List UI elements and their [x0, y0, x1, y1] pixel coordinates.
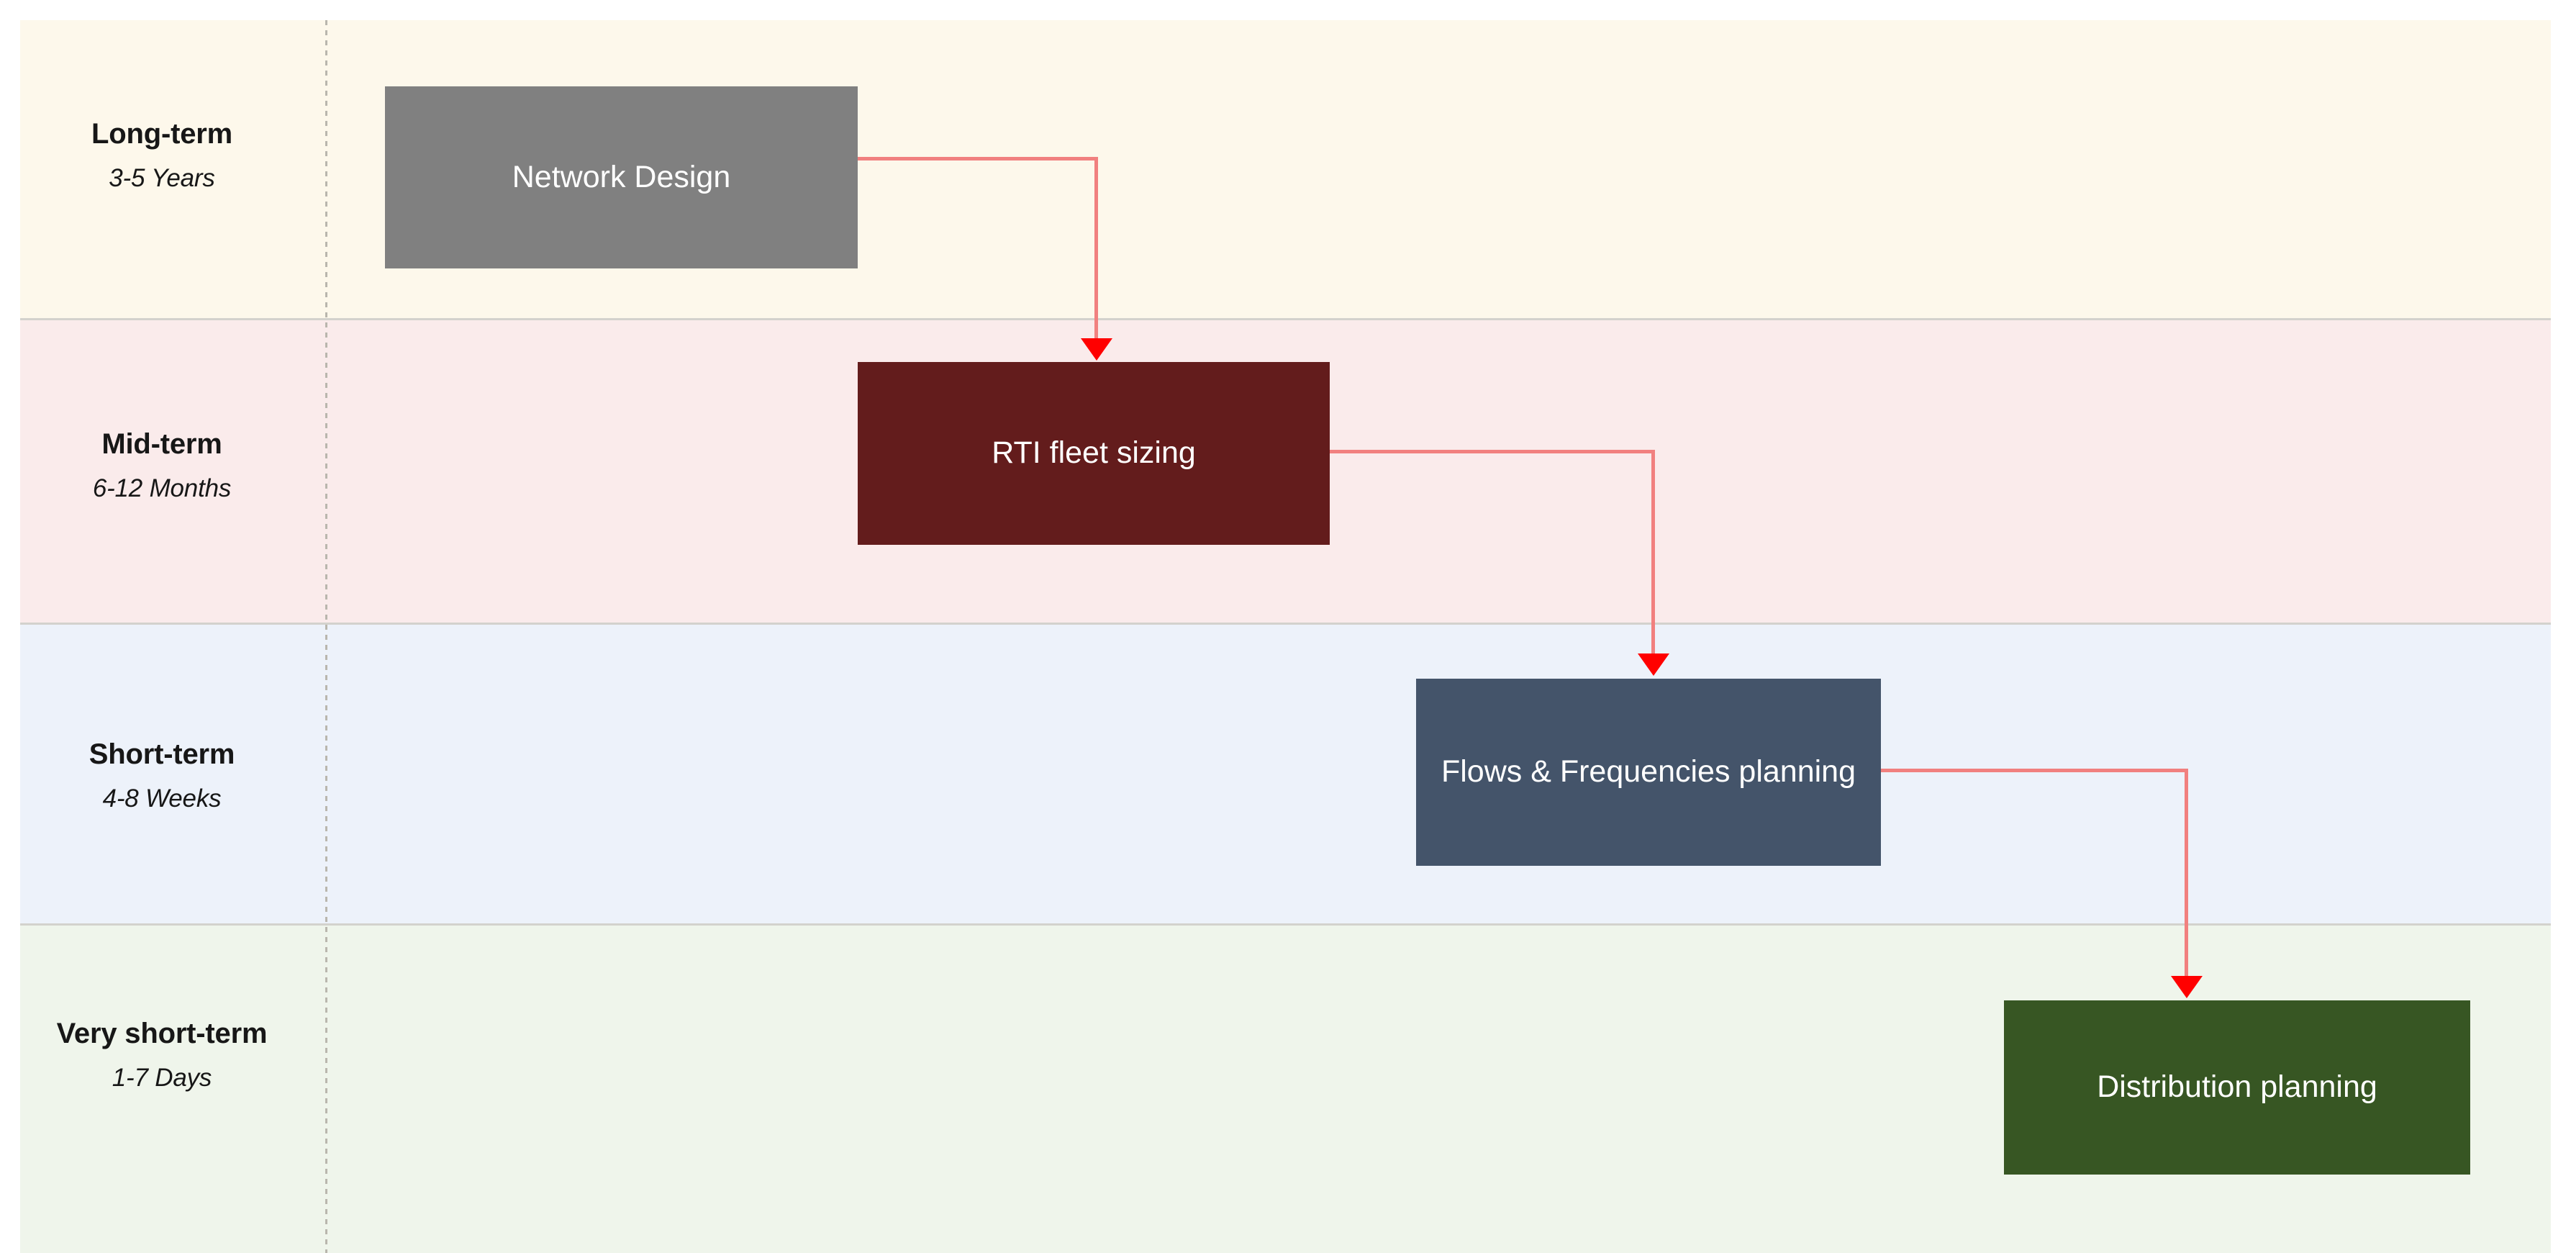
process-box-label: Network Design: [512, 159, 731, 194]
band-short-term: [20, 625, 2551, 923]
connector-segment-vertical: [1094, 157, 1098, 338]
process-box-label: RTI fleet sizing: [992, 435, 1196, 471]
row-subtitle-long-term: 3-5 Years: [109, 164, 215, 193]
process-box-label: Flows & Frequencies planning: [1441, 754, 1856, 790]
row-subtitle-very-short-term: 1-7 Days: [112, 1064, 212, 1093]
arrow-head-icon: [1638, 653, 1669, 676]
row-label-long-term: Long-term 3-5 Years: [22, 117, 302, 194]
connector-segment-vertical: [2185, 769, 2188, 976]
row-title-mid-term: Mid-term: [101, 428, 222, 460]
connector-segment-horizontal: [1326, 450, 1655, 453]
process-box-flows-frequencies-planning[interactable]: Flows & Frequencies planning: [1416, 679, 1881, 866]
arrow-head-icon: [1081, 338, 1112, 361]
row-title-very-short-term: Very short-term: [56, 1018, 268, 1049]
row-label-very-short-term: Very short-term 1-7 Days: [22, 1017, 302, 1093]
process-box-network-design[interactable]: Network Design: [385, 86, 858, 268]
band-separator-1: [20, 318, 2551, 320]
row-label-short-term: Short-term 4-8 Weeks: [22, 738, 302, 814]
row-title-long-term: Long-term: [91, 118, 232, 150]
row-subtitle-mid-term: 6-12 Months: [92, 474, 232, 503]
process-box-rti-fleet-sizing[interactable]: RTI fleet sizing: [858, 362, 1330, 545]
process-box-label: Distribution planning: [2097, 1069, 2377, 1105]
connector-segment-horizontal: [853, 157, 1098, 160]
connector-segment-vertical: [1651, 450, 1655, 653]
row-label-mid-term: Mid-term 6-12 Months: [22, 428, 302, 504]
process-box-distribution-planning[interactable]: Distribution planning: [2004, 1000, 2470, 1175]
band-separator-3: [20, 923, 2551, 926]
row-title-short-term: Short-term: [89, 738, 235, 770]
band-separator-2: [20, 623, 2551, 625]
vertical-dotted-divider: [325, 20, 327, 1253]
connector-segment-horizontal: [1877, 769, 2188, 772]
row-subtitle-short-term: 4-8 Weeks: [102, 784, 222, 813]
arrow-head-icon: [2171, 976, 2203, 998]
